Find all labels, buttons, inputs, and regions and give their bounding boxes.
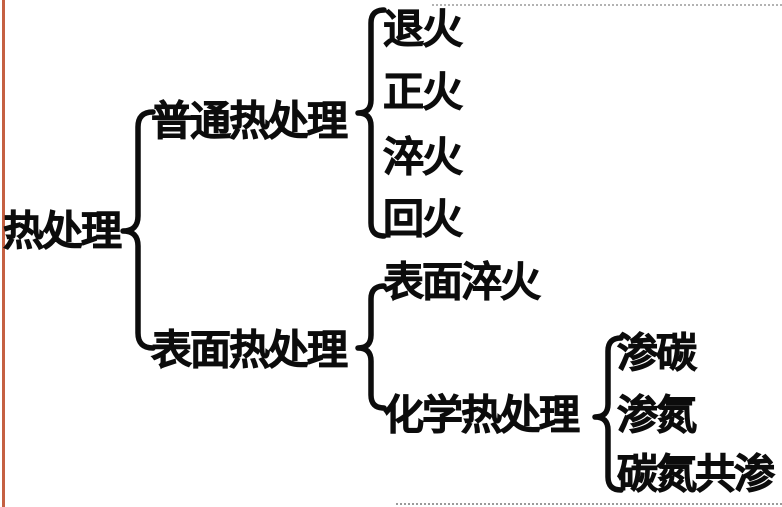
brace-ordinary-heat-treatment [355, 7, 387, 239]
scan-edge-dotted-top [432, 4, 782, 6]
node-ordinary-heat-treatment: 普通热处理 [151, 97, 349, 145]
node-quenching: 淬火 [383, 133, 464, 181]
brace-chemical-heat-treatment [592, 335, 624, 493]
brace-surface-heat-treatment [355, 283, 387, 411]
node-tempering: 回火 [383, 195, 464, 243]
node-carburizing: 渗碳 [617, 329, 698, 377]
node-chemical-heat-treatment: 化学热处理 [383, 391, 581, 439]
brace-root [120, 109, 156, 351]
node-surface-heat-treatment: 表面热处理 [151, 326, 349, 374]
scan-edge-dotted-bottom [396, 503, 782, 505]
node-surface-quenching: 表面淬火 [383, 258, 542, 306]
node-normalizing: 正火 [383, 68, 464, 116]
node-heat-treatment: 热处理 [3, 207, 123, 255]
node-nitriding: 渗氮 [617, 391, 698, 439]
node-carbonitriding: 碳氮共渗 [617, 450, 776, 498]
page-margin-line [2, 0, 5, 507]
node-annealing: 退火 [383, 5, 464, 53]
